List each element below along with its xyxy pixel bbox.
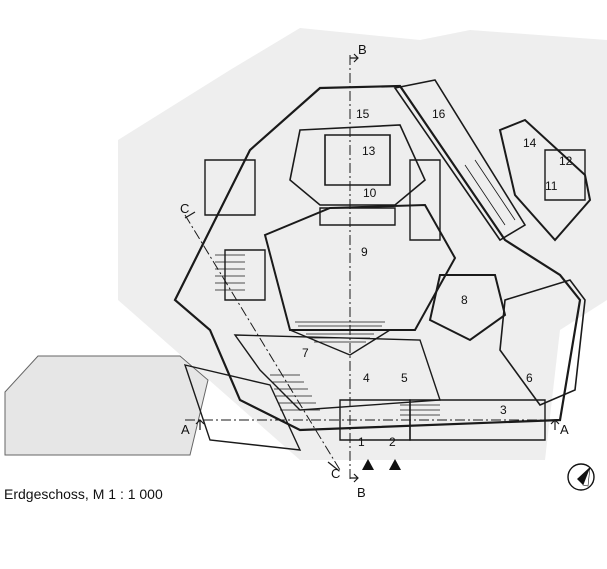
room-number-9: 9 <box>361 245 368 259</box>
stair-hatching <box>215 159 516 416</box>
building-walls <box>173 79 592 451</box>
room-number-5: 5 <box>401 371 408 385</box>
north-arrow-icon <box>567 463 595 491</box>
room-number-4: 4 <box>363 371 370 385</box>
room-number-2: 2 <box>389 435 396 449</box>
room-number-15: 15 <box>356 107 370 121</box>
site-ground <box>118 28 607 460</box>
room-number-13: 13 <box>362 144 376 158</box>
entrance-arrow-icon <box>389 459 401 470</box>
section-label-a-left: A <box>181 422 190 437</box>
section-label-c-bottom: C <box>331 466 340 481</box>
room-number-6: 6 <box>526 371 533 385</box>
section-label-c-top: C <box>180 201 189 216</box>
section-lines <box>184 55 560 480</box>
room-number-10: 10 <box>363 186 377 200</box>
room-number-16: 16 <box>432 107 446 121</box>
section-label-a-right: A <box>560 422 569 437</box>
room-number-8: 8 <box>461 293 468 307</box>
room-number-11: 11 <box>545 179 558 193</box>
entrance-arrow-icon <box>362 459 374 470</box>
parking-ground <box>5 356 208 455</box>
plan-caption: Erdgeschoss, M 1 : 1 000 <box>4 486 163 502</box>
room-number-3: 3 <box>500 403 507 417</box>
room-number-14: 14 <box>523 136 537 150</box>
room-number-12: 12 <box>559 154 573 168</box>
section-label-b-bottom: B <box>357 485 366 500</box>
section-mark-arrows <box>184 53 560 483</box>
room-number-1: 1 <box>358 435 365 449</box>
room-number-7: 7 <box>302 346 309 360</box>
section-label-b-top: B <box>358 42 367 57</box>
